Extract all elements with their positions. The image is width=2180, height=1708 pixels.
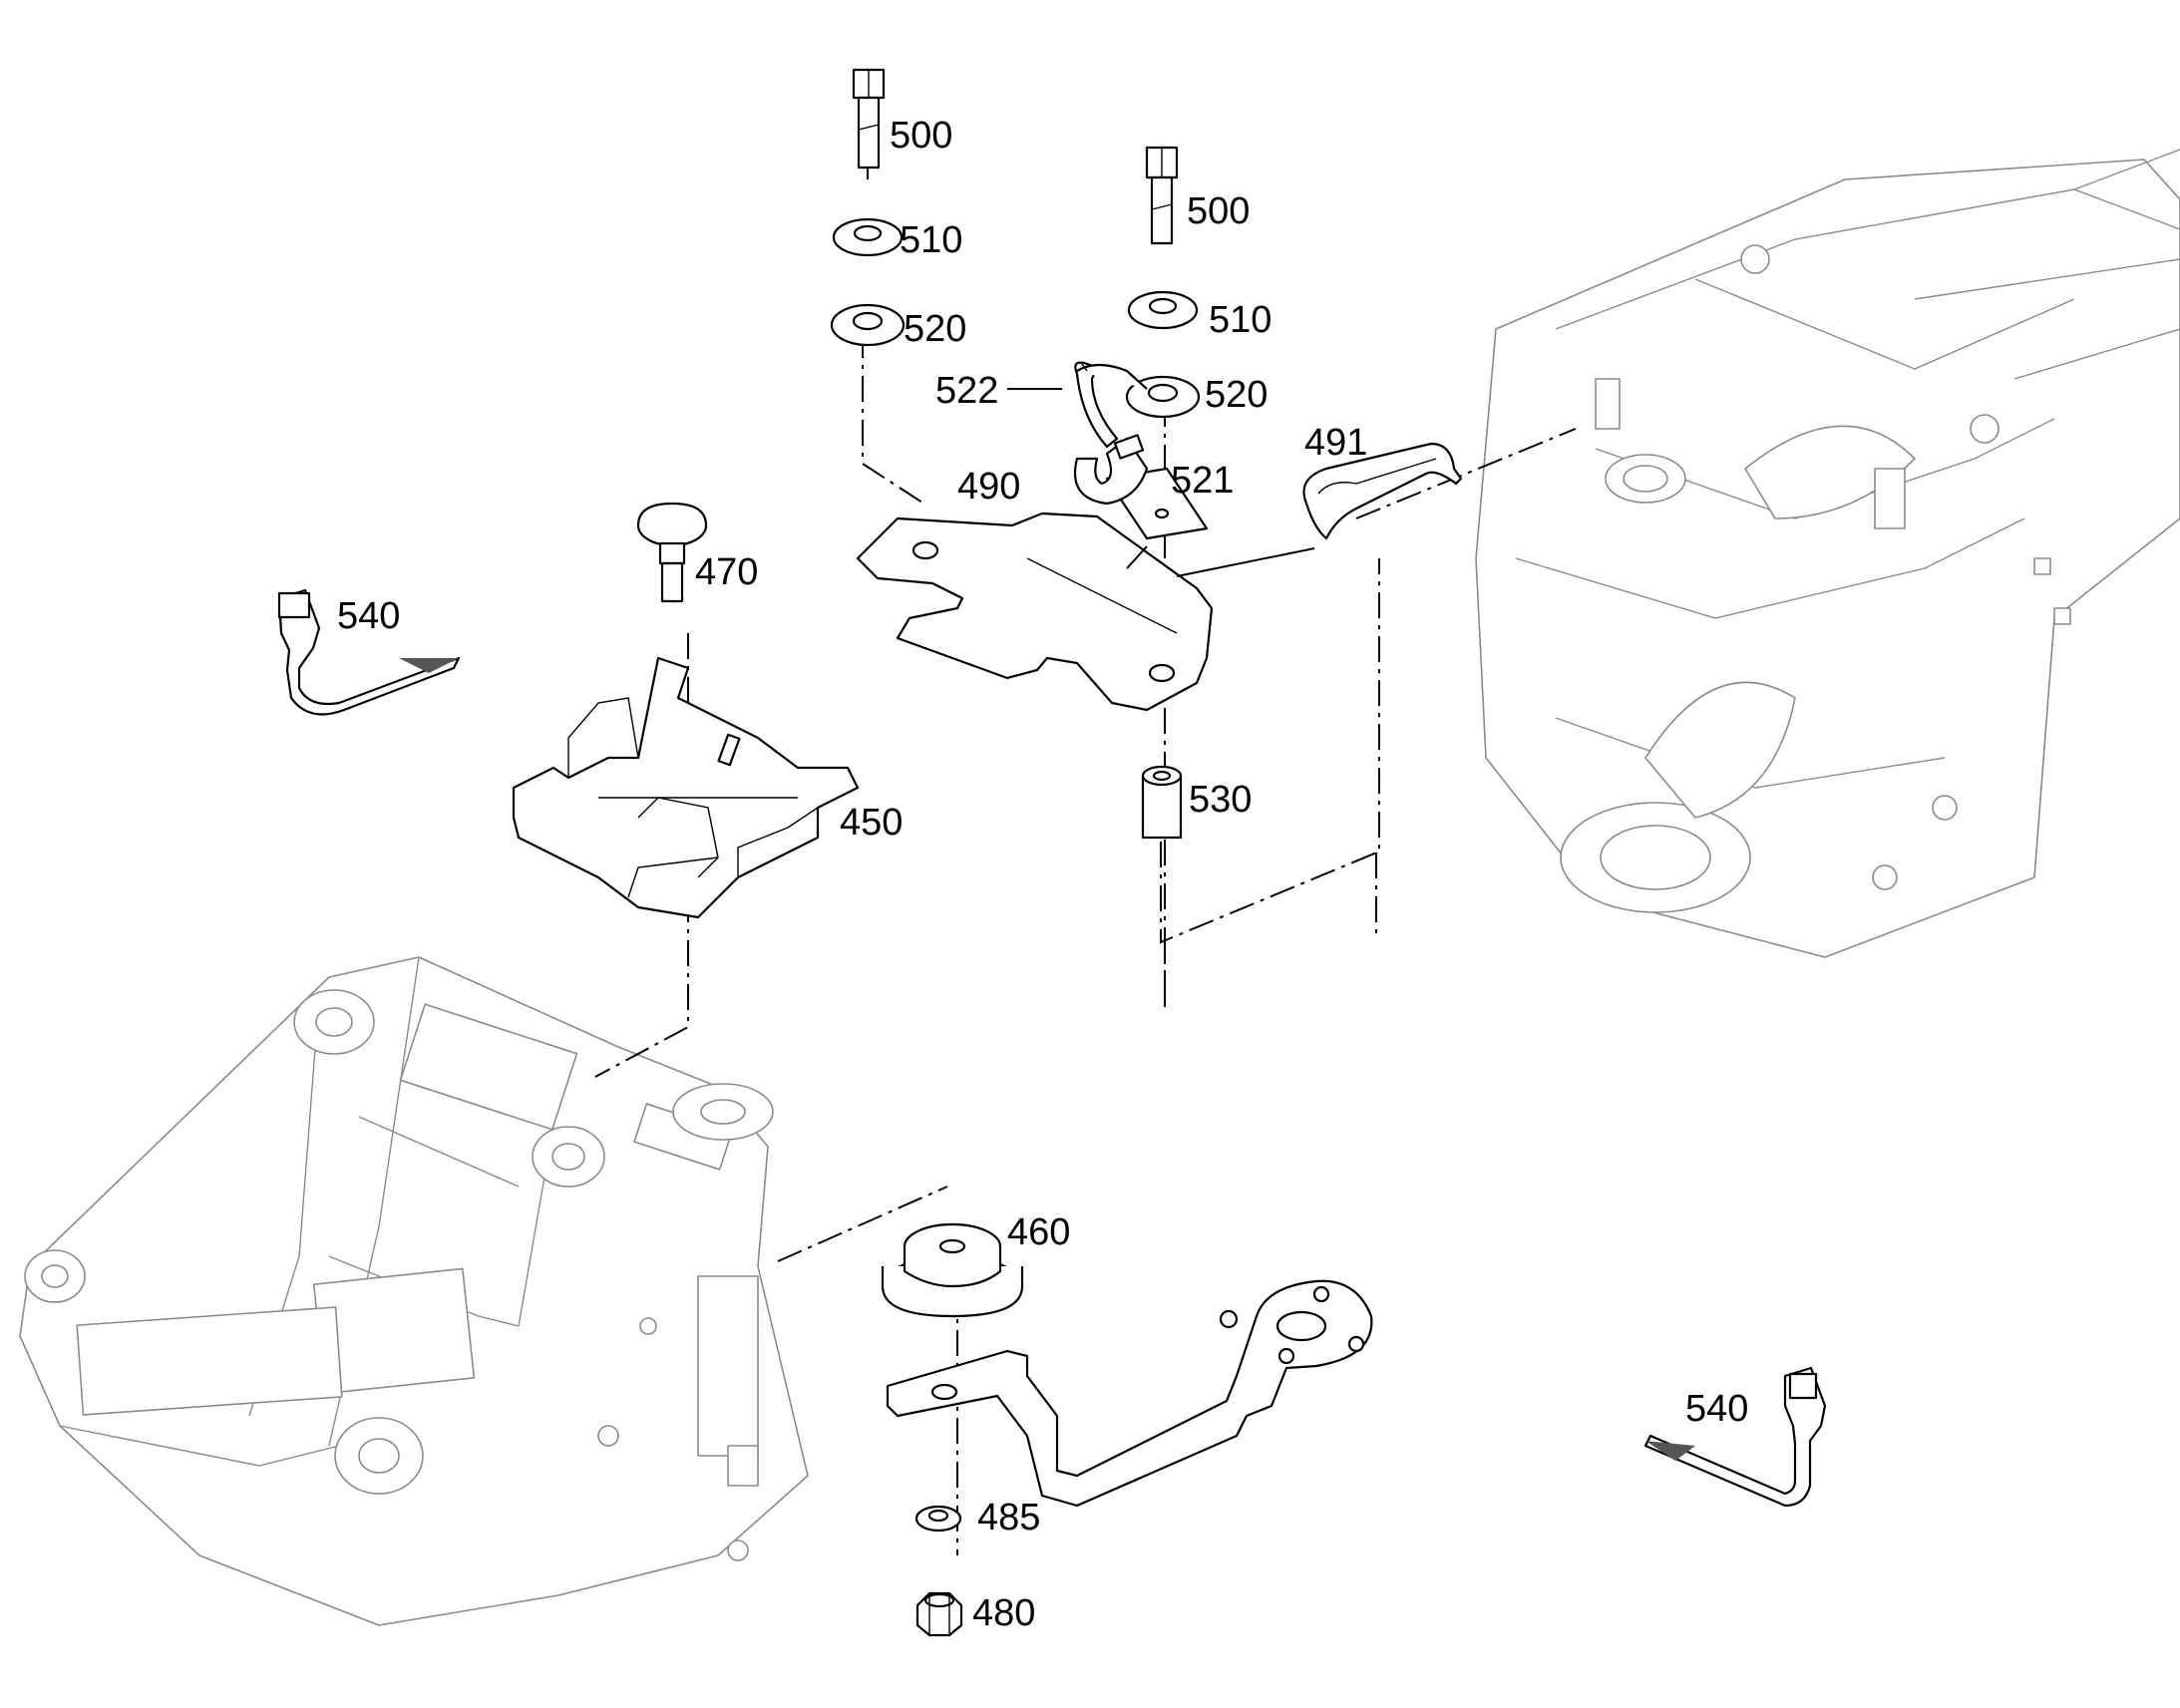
callout-470: 470 bbox=[695, 551, 758, 593]
callout-530: 530 bbox=[1189, 779, 1252, 821]
callout-520-right: 520 bbox=[1205, 374, 1268, 416]
grommet-460 bbox=[881, 1222, 1024, 1318]
callout-521: 521 bbox=[1171, 460, 1234, 502]
strap-540-right bbox=[1643, 1366, 1827, 1508]
plate-490 bbox=[856, 512, 1214, 712]
front-frame-assembly bbox=[19, 956, 809, 1626]
callout-485: 485 bbox=[977, 1497, 1040, 1538]
callout-500-right: 500 bbox=[1187, 190, 1250, 232]
nut-480 bbox=[915, 1591, 963, 1637]
callout-510-right: 510 bbox=[1209, 299, 1272, 341]
callout-510-left: 510 bbox=[900, 219, 962, 261]
rear-frame-assembly bbox=[1475, 149, 2180, 958]
spacer-530 bbox=[1141, 765, 1183, 840]
bolt-500-left bbox=[852, 68, 886, 170]
callout-500-left: 500 bbox=[890, 115, 952, 157]
callout-leaders bbox=[1007, 388, 1148, 569]
callout-522: 522 bbox=[935, 370, 998, 412]
clip-521 bbox=[1073, 434, 1209, 540]
callout-480: 480 bbox=[972, 1592, 1035, 1634]
washer-510-left bbox=[832, 217, 904, 257]
callout-460: 460 bbox=[1007, 1211, 1070, 1253]
callout-490: 490 bbox=[957, 466, 1020, 508]
washer-485 bbox=[914, 1505, 962, 1533]
mounting-bracket bbox=[886, 1279, 1373, 1508]
callout-540-right: 540 bbox=[1685, 1388, 1748, 1430]
callout-540-left: 540 bbox=[337, 595, 400, 637]
cable-tie-522 bbox=[1074, 361, 1148, 449]
callout-labels: 500 510 520 500 510 520 522 521 490 491 … bbox=[337, 115, 1748, 1634]
washer-520-left bbox=[830, 303, 906, 347]
callout-450: 450 bbox=[840, 802, 903, 844]
callout-520-left: 520 bbox=[904, 308, 966, 350]
strap-540-left bbox=[277, 588, 461, 716]
bracket-450 bbox=[512, 656, 860, 919]
washer-510-right bbox=[1127, 290, 1199, 330]
carriage-bolt-470 bbox=[636, 502, 708, 603]
bolt-500-right bbox=[1145, 146, 1179, 245]
hose-sleeve-491 bbox=[1176, 442, 1463, 577]
callout-491: 491 bbox=[1304, 422, 1367, 464]
